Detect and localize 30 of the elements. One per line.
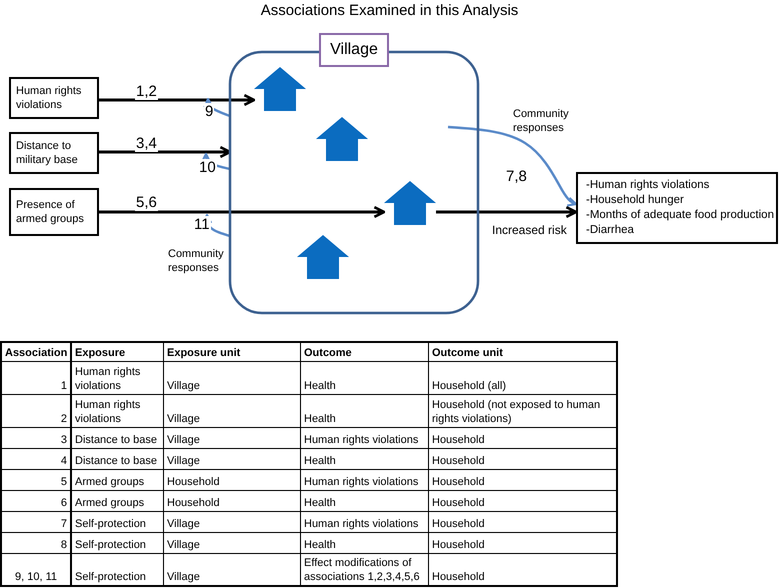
edge-label: 7,8 <box>505 168 528 185</box>
box-text: Distance to military base <box>16 139 79 167</box>
outcome-item: -Human rights violations <box>586 178 710 193</box>
box-text: Presence of armed groups <box>16 198 85 226</box>
table-header: Outcome unit <box>428 341 618 362</box>
table-header: Exposure <box>70 341 164 362</box>
house-icon <box>316 117 368 161</box>
village-label: Village <box>319 33 389 67</box>
village-boundary <box>228 32 480 315</box>
table-cell: 9, 10, 11 <box>0 553 71 587</box>
annotation-text: Community responses <box>513 107 570 135</box>
annotation-text: Community responses <box>168 247 225 275</box>
table-cell: Household <box>428 553 618 587</box>
text-box <box>9 77 99 119</box>
text-box <box>576 172 778 244</box>
table-cell: Self-protection <box>70 553 164 587</box>
outcome-item: -Diarrhea <box>586 223 635 238</box>
house-icon <box>297 235 349 279</box>
house-icon <box>384 181 436 225</box>
text-box <box>9 132 99 174</box>
edge-label: 1,2 <box>135 83 158 100</box>
text-box <box>9 188 99 236</box>
diagram-title: Associations Examined in this Analysis <box>260 2 520 19</box>
house-icon <box>254 67 306 111</box>
outcome-item: -Household hunger <box>586 193 685 208</box>
outcome-item: -Months of adequate food production <box>586 208 774 223</box>
box-text: Human rights violations <box>16 84 82 112</box>
table-header: Association <box>0 341 71 362</box>
edge-label: 3,4 <box>135 135 158 152</box>
edge-label: 5,6 <box>135 194 158 211</box>
